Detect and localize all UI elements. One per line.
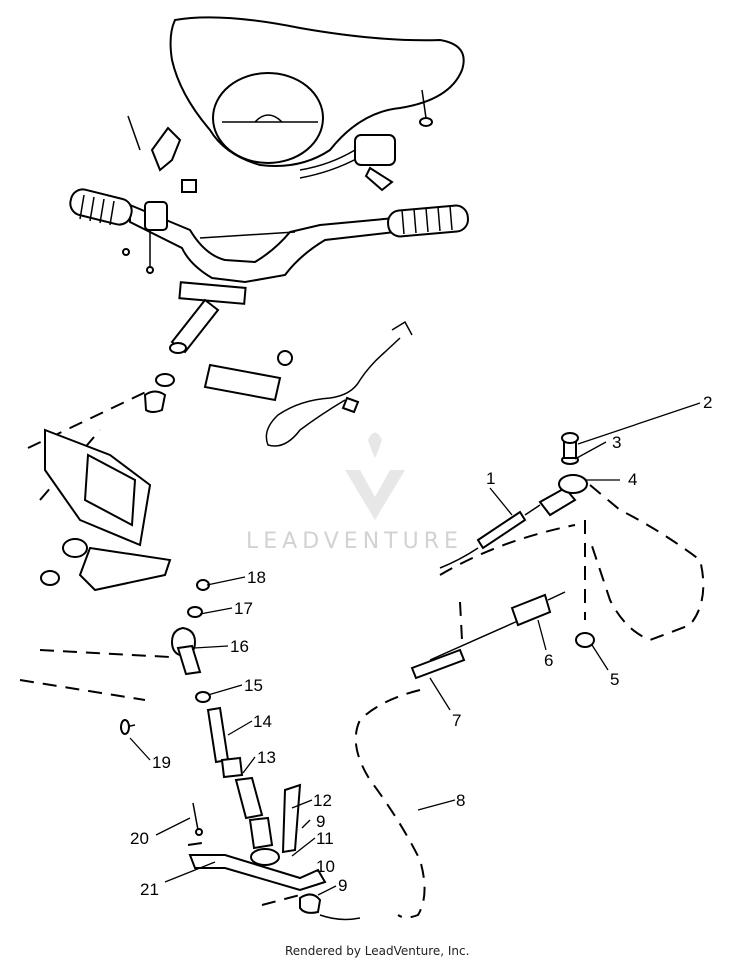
callout-9-upper: 9 [316, 812, 325, 831]
brake-lever [122, 115, 197, 274]
callout-18: 18 [247, 568, 266, 587]
callout-1: 1 [486, 469, 495, 488]
callout-21: 21 [140, 880, 159, 899]
callout-7: 7 [452, 711, 461, 730]
throttle-control [299, 134, 396, 192]
lower-cable-assembly [19, 579, 361, 921]
callout-2: 2 [703, 393, 712, 412]
watermark-logo-icon [345, 432, 405, 520]
shift-cable-assembly [354, 432, 705, 919]
callout-10: 10 [316, 857, 335, 876]
callout-11: 11 [316, 829, 334, 848]
callout-12: 12 [313, 791, 332, 810]
steering-post [143, 298, 220, 413]
render-credit: Rendered by LeadVenture, Inc. [285, 944, 469, 958]
callout-5: 5 [610, 670, 619, 689]
callout-labels: 1 2 3 4 5 6 7 8 9 9 10 11 12 13 14 15 16… [130, 393, 712, 899]
callout-16: 16 [230, 637, 249, 656]
callout-17: 17 [234, 599, 253, 618]
center-bracket [203, 350, 293, 402]
callout-9-lower: 9 [338, 876, 347, 895]
callout-13: 13 [257, 748, 276, 767]
watermark-text: LEADVENTURE [246, 529, 463, 554]
watermark: LEADVENTURE [246, 432, 463, 554]
callout-14: 14 [253, 712, 272, 731]
callout-15: 15 [244, 676, 263, 695]
tether-lanyard [265, 320, 413, 447]
leader-lines [129, 402, 701, 896]
callout-19: 19 [152, 753, 171, 772]
headlight-pod [169, 16, 465, 167]
callout-20: 20 [130, 829, 149, 848]
callout-4: 4 [628, 470, 637, 489]
callout-3: 3 [612, 433, 621, 452]
callout-6: 6 [544, 651, 553, 670]
steering-frame [27, 389, 172, 592]
handlebar [69, 188, 469, 305]
callout-8: 8 [456, 791, 465, 810]
